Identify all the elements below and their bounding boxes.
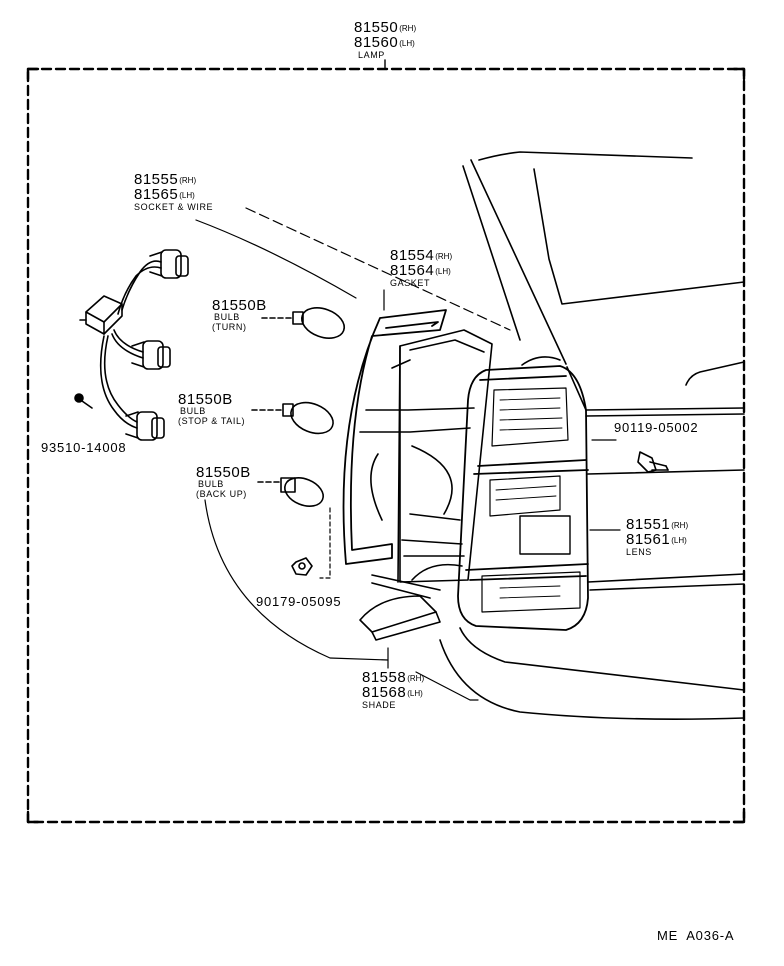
gasket-suffix-rh: (RH) — [435, 252, 453, 261]
lamp-part-number-lh: 81560 — [354, 34, 399, 51]
socket-wire-name: SOCKET & WIRE — [134, 202, 214, 212]
socket-wire-part-rh: 81555(RH) — [134, 172, 196, 187]
gasket-suffix-lh: (LH) — [435, 267, 451, 276]
bulb-back-up-name: BULB — [198, 479, 224, 489]
leader-lines — [196, 208, 620, 700]
shade-part-lh: 81568(LH) — [362, 685, 423, 700]
bulb-turn-name: BULB — [214, 312, 240, 322]
bulb-stop-tail-name: BULB — [180, 406, 206, 416]
shade-part-rh: 81558(RH) — [362, 670, 424, 685]
housing-artwork — [360, 330, 492, 582]
lens-suffix-rh: (RH) — [671, 521, 689, 530]
shade-part-number-lh: 81568 — [362, 684, 407, 701]
shade-suffix-lh: (LH) — [407, 689, 423, 698]
lens-part-number-lh: 81561 — [626, 531, 671, 548]
bulb-back-up-artwork — [258, 472, 327, 511]
figure-code: ME A036-A — [657, 928, 735, 943]
boundary-corner-marks — [28, 69, 744, 822]
socket-wire-part-number-lh: 81565 — [134, 186, 179, 203]
lamp-part-lh: 81560(LH) — [354, 35, 415, 50]
gasket-part-lh: 81564(LH) — [390, 263, 451, 278]
gasket-artwork — [344, 310, 446, 564]
socket-wire-suffix-rh: (RH) — [179, 176, 197, 185]
gasket-part-number-lh: 81564 — [390, 262, 435, 279]
bolt-90119-artwork — [638, 452, 668, 472]
bolt-90119-part: 90119-05002 — [614, 420, 699, 435]
lamp-name: LAMP — [358, 50, 385, 60]
bulb-stop-tail-artwork — [252, 397, 338, 439]
nut-90179-part: 90179-05095 — [256, 594, 342, 609]
gasket-name: GASKET — [390, 278, 431, 288]
shade-part-number-rh: 81558 — [362, 669, 407, 686]
bulb-back-up-part: 81550B — [196, 464, 251, 481]
bulb-stop-tail-part: 81550B — [178, 391, 233, 408]
lens-part-number-rh: 81551 — [626, 516, 671, 533]
lens-name: LENS — [626, 547, 652, 557]
lamp-part-number-rh: 81550 — [354, 19, 399, 36]
socket-wire-part-number-rh: 81555 — [134, 171, 179, 188]
bulb-turn-part: 81550B — [212, 297, 267, 314]
shade-name: SHADE — [362, 700, 397, 710]
assembly-boundary-box — [28, 69, 744, 822]
vehicle-body — [372, 152, 744, 719]
bulb-turn-sub: (TURN) — [212, 322, 247, 332]
bulb-back-up-sub: (BACK UP) — [196, 489, 247, 499]
socket-wire-part-lh: 81565(LH) — [134, 187, 195, 202]
lens-part-lh: 81561(LH) — [626, 532, 687, 547]
socket-wire-harness — [80, 250, 188, 440]
screw-93510-artwork — [75, 394, 92, 408]
gasket-part-number-rh: 81554 — [390, 247, 435, 264]
lens-suffix-lh: (LH) — [671, 536, 687, 545]
screw-93510-part: 93510-14008 — [41, 440, 127, 455]
lamp-suffix-rh: (RH) — [399, 24, 417, 33]
bulb-stop-tail-sub: (STOP & TAIL) — [178, 416, 246, 426]
bulb-turn-artwork — [262, 302, 348, 343]
lens-part-rh: 81551(RH) — [626, 517, 688, 532]
lamp-part-rh: 81550(RH) — [354, 20, 416, 35]
lamp-suffix-lh: (LH) — [399, 39, 415, 48]
gasket-part-rh: 81554(RH) — [390, 248, 452, 263]
lens-artwork — [458, 366, 588, 630]
shade-suffix-rh: (RH) — [407, 674, 425, 683]
socket-wire-suffix-lh: (LH) — [179, 191, 195, 200]
shade-artwork — [360, 596, 440, 640]
nut-90179-artwork — [292, 558, 312, 575]
